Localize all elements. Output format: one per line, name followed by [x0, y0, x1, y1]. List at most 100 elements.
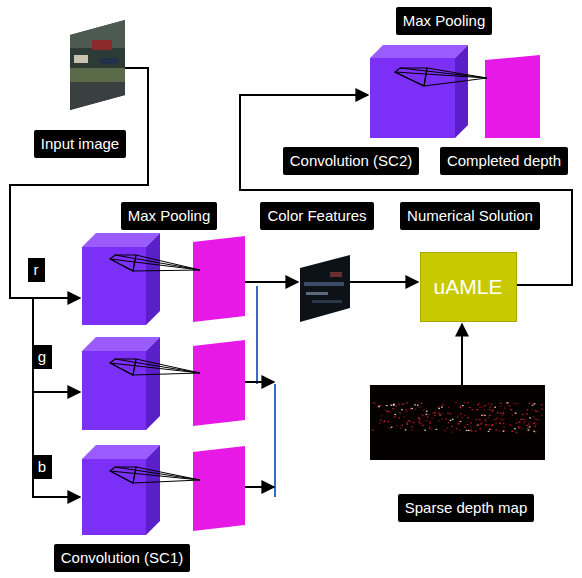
- depth-point: [490, 429, 492, 430]
- depth-point: [523, 422, 525, 423]
- depth-point: [506, 402, 508, 403]
- depth-point: [504, 408, 506, 409]
- depth-point: [487, 417, 489, 418]
- depth-point: [481, 422, 483, 423]
- depth-point: [385, 410, 387, 411]
- depth-point: [393, 408, 395, 409]
- depth-point: [534, 422, 536, 423]
- depth-point: [411, 408, 413, 409]
- depth-point: [412, 430, 414, 431]
- image-region: [304, 282, 344, 286]
- image-region: [70, 82, 126, 112]
- depth-point: [411, 426, 413, 427]
- depth-point: [451, 432, 453, 433]
- conv-block: [370, 45, 540, 138]
- depth-point: [458, 424, 460, 425]
- depth-point: [541, 404, 543, 405]
- depth-point: [459, 430, 461, 431]
- label-text: b: [38, 458, 46, 476]
- depth-point: [509, 424, 511, 425]
- depth-point: [470, 422, 472, 423]
- sparse-depth-image: [370, 385, 545, 460]
- flow-wire: [256, 286, 258, 384]
- depth-point: [527, 409, 529, 410]
- depth-point: [519, 421, 521, 422]
- depth-point: [372, 430, 374, 431]
- depth-point: [527, 428, 529, 429]
- depth-point: [387, 411, 389, 412]
- depth-point: [394, 414, 396, 415]
- pooling-map: [193, 340, 245, 426]
- depth-point: [468, 430, 470, 431]
- depth-point: [529, 417, 531, 418]
- depth-point: [419, 406, 421, 407]
- depth-point: [503, 412, 505, 413]
- depth-point: [483, 409, 485, 410]
- depth-point: [384, 420, 386, 421]
- caption-tag: Color Features: [260, 202, 373, 230]
- depth-point: [432, 418, 434, 419]
- depth-point: [511, 430, 513, 431]
- depth-point: [458, 423, 460, 424]
- depth-point: [406, 409, 408, 410]
- flow-wire: [245, 381, 274, 383]
- depth-point: [381, 415, 383, 416]
- label-text: r: [34, 261, 39, 279]
- depth-point: [403, 416, 405, 417]
- depth-point: [426, 414, 428, 415]
- pooling-map: [193, 446, 245, 531]
- depth-point: [380, 420, 382, 421]
- depth-point: [488, 425, 490, 426]
- depth-point: [383, 421, 385, 422]
- depth-point: [510, 425, 512, 426]
- depth-point: [424, 430, 426, 431]
- label-text: Sparse depth map: [405, 499, 528, 517]
- depth-point: [418, 421, 420, 422]
- depth-point: [410, 408, 412, 409]
- kernel-ray: [115, 255, 200, 270]
- depth-point: [477, 404, 479, 405]
- depth-point: [405, 429, 407, 430]
- depth-point: [436, 429, 438, 430]
- label-text: uAMLE: [434, 275, 503, 299]
- depth-point: [390, 411, 392, 412]
- depth-point: [486, 424, 488, 425]
- depth-point: [520, 419, 522, 420]
- image-region: [306, 292, 328, 295]
- depth-point: [500, 406, 502, 407]
- depth-point: [503, 431, 505, 432]
- depth-point: [503, 419, 505, 420]
- label-text: Input image: [41, 135, 119, 153]
- depth-point: [470, 426, 472, 427]
- depth-point: [394, 416, 396, 417]
- pooling-map: [485, 55, 540, 138]
- depth-point: [533, 431, 535, 432]
- depth-point: [526, 413, 528, 414]
- depth-point: [429, 421, 431, 422]
- depth-point: [398, 417, 400, 418]
- label-text: Convolution (SC2): [290, 152, 413, 170]
- depth-point: [419, 418, 421, 419]
- label-text: Color Features: [267, 207, 366, 225]
- block-side: [146, 445, 160, 535]
- depth-point: [476, 409, 478, 410]
- depth-point: [491, 424, 493, 425]
- image-region: [92, 40, 112, 50]
- image-region: [74, 55, 88, 63]
- depth-point: [419, 422, 421, 423]
- depth-point: [393, 405, 395, 406]
- depth-point: [482, 414, 484, 415]
- image-region: [70, 68, 126, 82]
- depth-point: [497, 412, 499, 413]
- depth-point: [502, 420, 504, 421]
- flow-wire: [245, 486, 274, 488]
- depth-point: [541, 415, 543, 416]
- depth-point: [535, 410, 537, 411]
- depth-point: [500, 402, 502, 403]
- depth-point: [423, 410, 425, 411]
- depth-point: [391, 427, 393, 428]
- depth-point: [408, 420, 410, 421]
- kernel-ray: [136, 359, 200, 373]
- flow-wire: [10, 68, 148, 298]
- depth-point: [482, 406, 484, 407]
